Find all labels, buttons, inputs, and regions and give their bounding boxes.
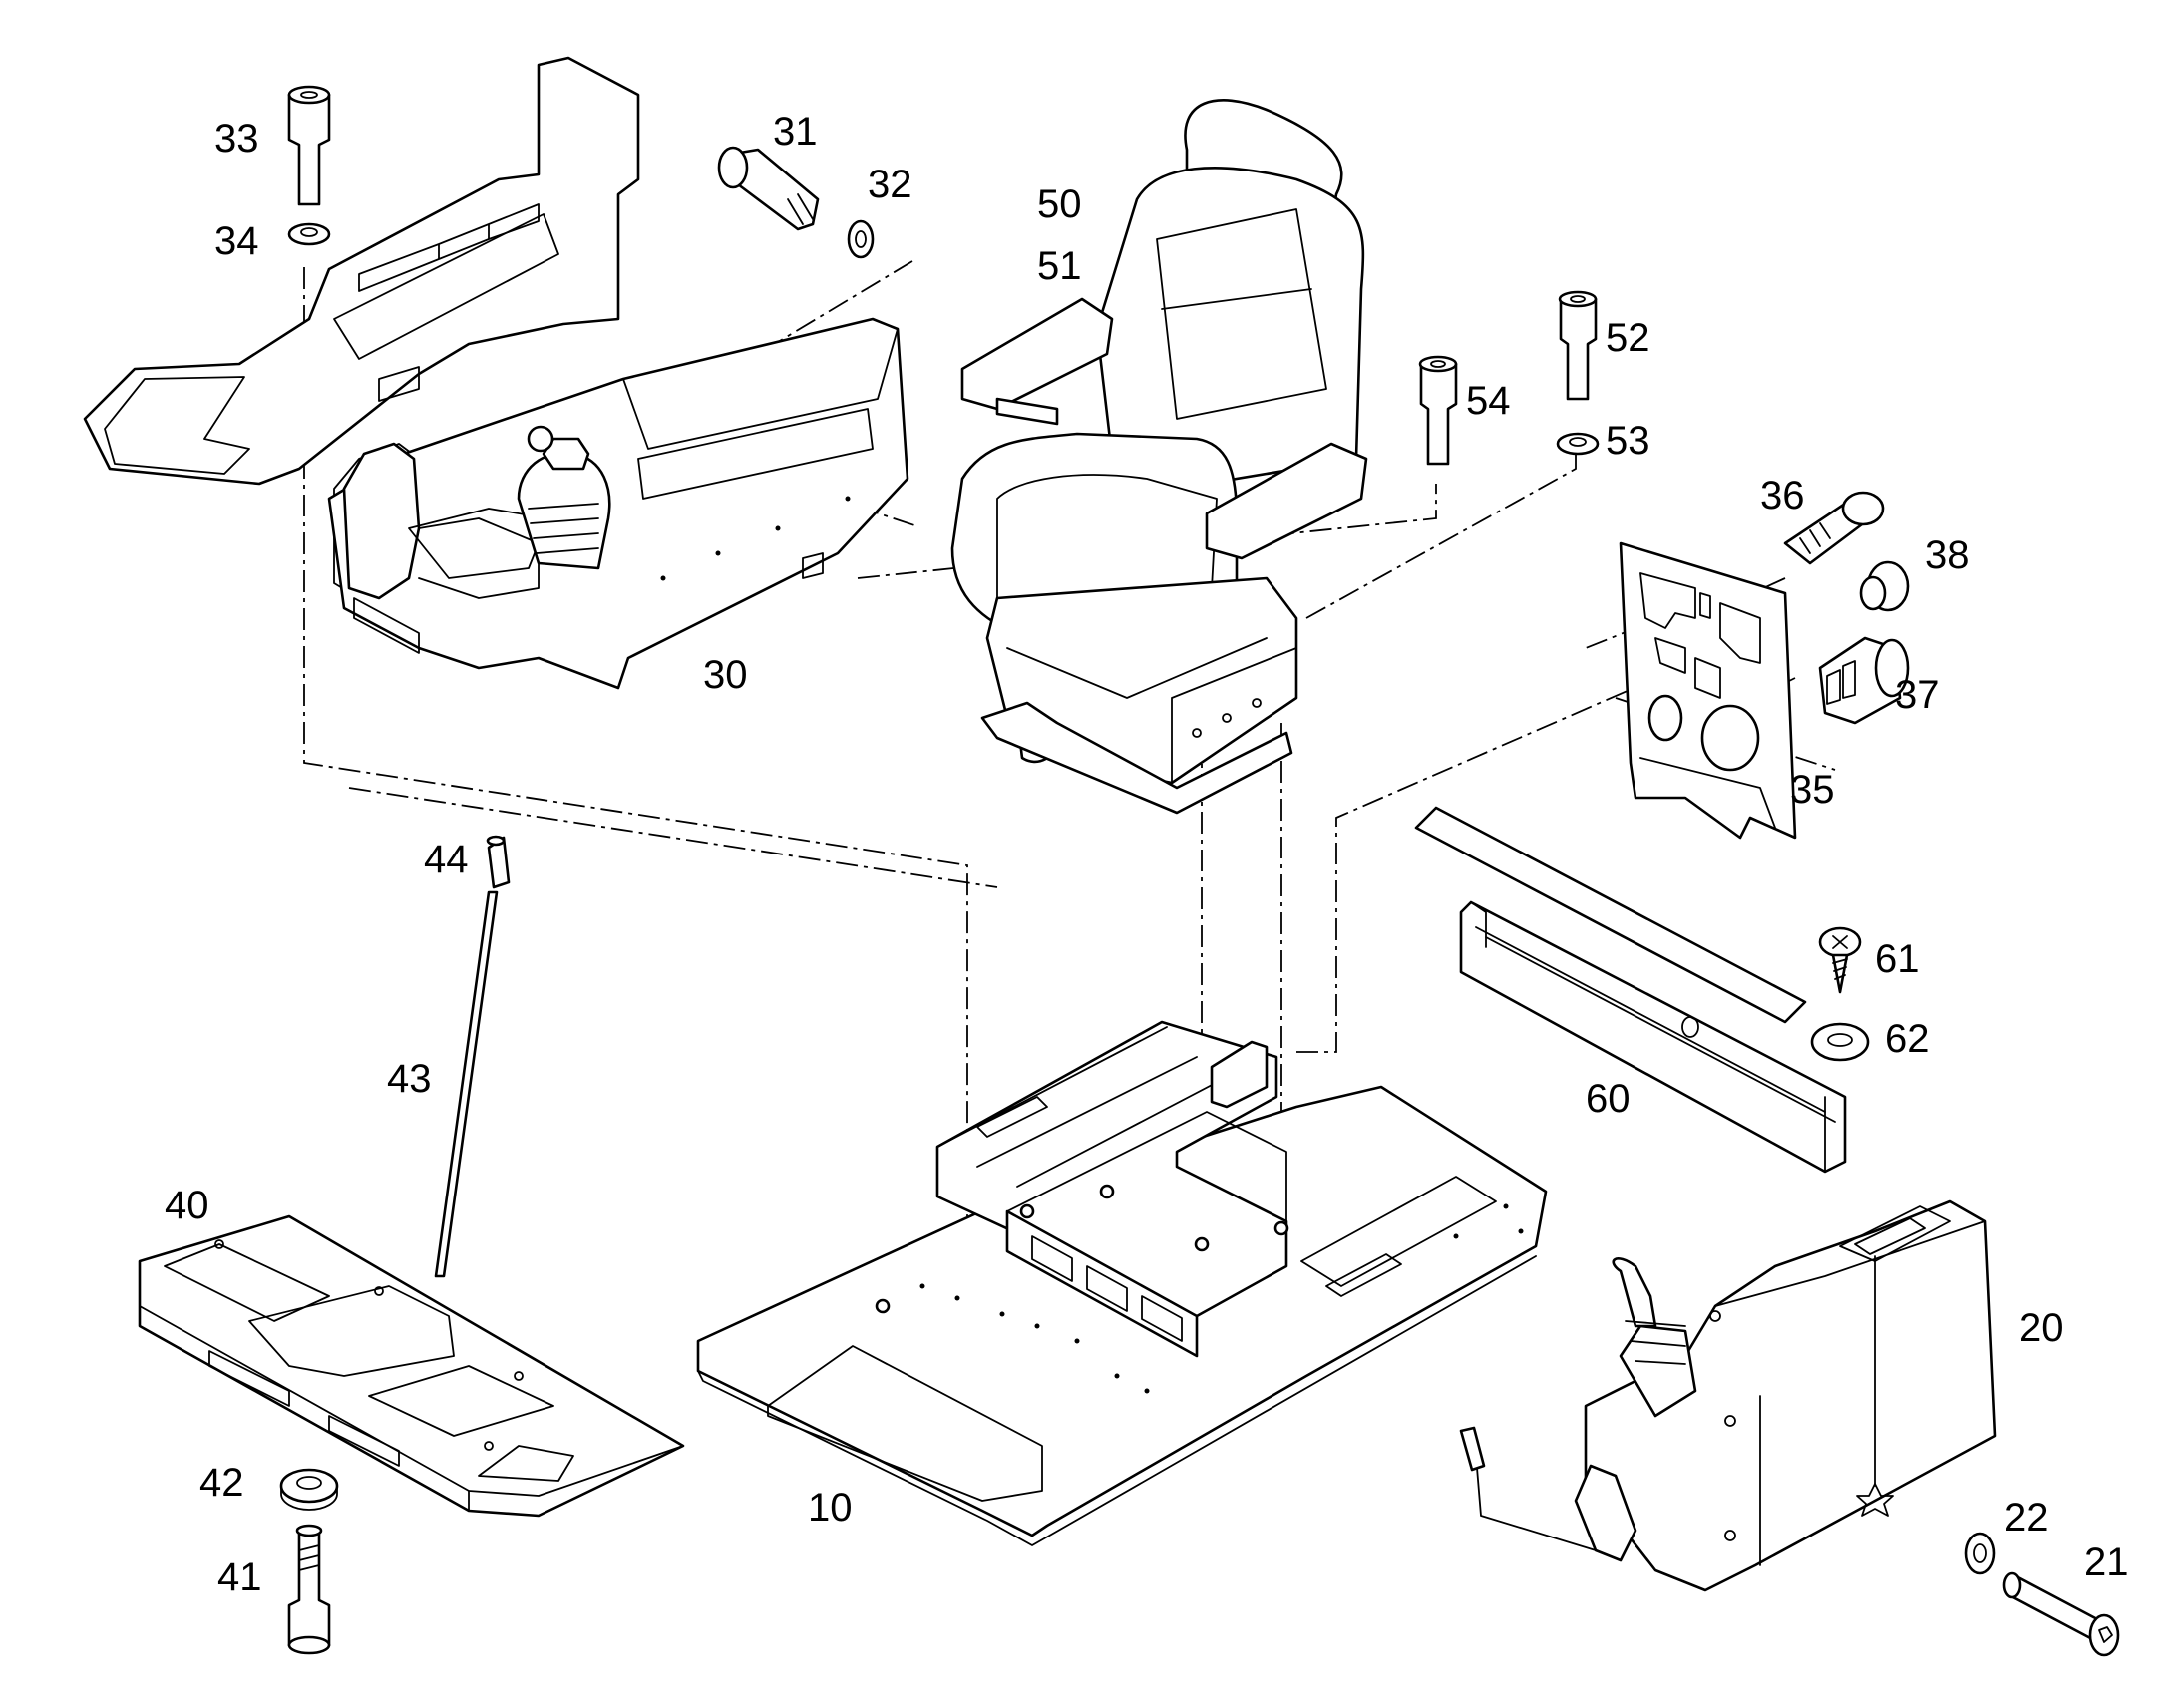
screw-61: [1818, 926, 1862, 994]
callout-30: 30: [703, 653, 748, 697]
bolt-36: [1783, 491, 1885, 565]
callout-37: 37: [1895, 673, 1940, 717]
callout-40: 40: [165, 1184, 209, 1227]
callout-35: 35: [1790, 768, 1835, 812]
bolt-52: [1558, 290, 1598, 401]
callout-42: 42: [199, 1461, 244, 1505]
callout-31: 31: [773, 110, 818, 154]
knob-44: [486, 835, 511, 889]
callout-61: 61: [1875, 937, 1920, 981]
washer-62: [1810, 1022, 1870, 1062]
callout-36: 36: [1760, 474, 1805, 517]
washer-42: [279, 1468, 339, 1511]
callout-38: 38: [1925, 533, 1970, 577]
plug-38: [1859, 560, 1910, 612]
callout-50: 50: [1037, 182, 1082, 226]
seat: [950, 99, 1368, 815]
bolt-33: [287, 85, 331, 206]
bracket-plate: [1619, 541, 1797, 840]
right-console: [1459, 1199, 1997, 1592]
callout-44: 44: [424, 838, 469, 881]
washer-53: [1556, 432, 1600, 456]
callout-54: 54: [1466, 379, 1511, 423]
callout-62: 62: [1885, 1017, 1930, 1061]
callout-52: 52: [1606, 316, 1650, 360]
connector-37: [1818, 636, 1910, 725]
left-console: [83, 56, 909, 690]
callout-22: 22: [2004, 1496, 2049, 1539]
seat-mount-box: [935, 1020, 1289, 1358]
bolt-21: [2002, 1571, 2120, 1657]
callout-43: 43: [387, 1057, 432, 1101]
callout-10: 10: [808, 1486, 853, 1530]
bolt-41: [287, 1524, 331, 1655]
callout-labels: 10 20 21 22 30 31 32 33 34 35 36 37 38 4…: [165, 110, 2129, 1599]
pedal-plate: [138, 1214, 685, 1518]
callout-32: 32: [868, 163, 912, 206]
callout-60: 60: [1586, 1077, 1631, 1121]
bolt-31: [717, 146, 820, 231]
rod-43: [434, 890, 499, 1278]
callout-41: 41: [217, 1555, 262, 1599]
washer-32: [847, 219, 875, 259]
callout-53: 53: [1606, 419, 1650, 463]
callout-21: 21: [2084, 1540, 2129, 1584]
callout-51: 51: [1037, 244, 1082, 288]
callout-20: 20: [2019, 1306, 2064, 1350]
trim-channel: [1414, 806, 1847, 1174]
callout-33: 33: [214, 117, 259, 161]
bolt-54: [1418, 355, 1458, 466]
washer-34: [287, 222, 331, 246]
callout-34: 34: [214, 219, 259, 263]
washer-22: [1964, 1532, 1996, 1575]
